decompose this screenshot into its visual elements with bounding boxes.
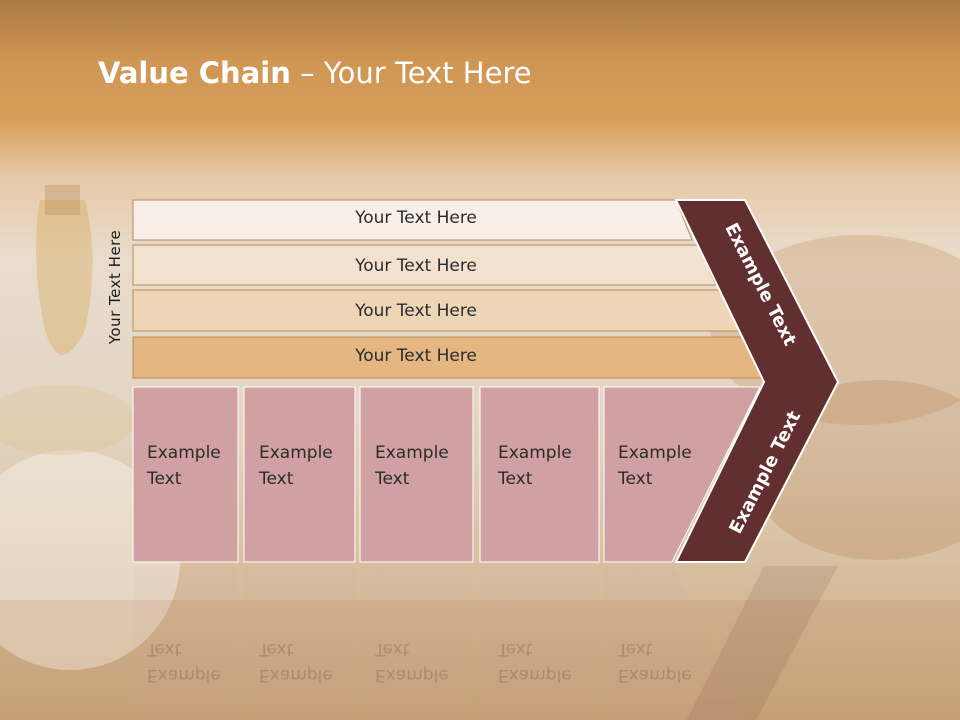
box-text-2-line2: Text xyxy=(259,469,294,489)
box-text-1-line1: Example xyxy=(147,443,221,463)
slide-title: Value Chain – Your Text Here xyxy=(98,56,532,90)
bar-label-1: Your Text Here xyxy=(355,208,477,228)
box-shape-5 xyxy=(603,386,761,563)
chevron-arrow xyxy=(674,199,840,563)
box-text-5-line1: Example xyxy=(618,443,692,463)
bar-label-3: Your Text Here xyxy=(355,301,477,321)
slide-title-bold: Value Chain xyxy=(98,56,291,90)
box-text-3-line2: Text xyxy=(375,469,410,489)
bar-shape-1 xyxy=(132,199,693,241)
bar-label-2: Your Text Here xyxy=(355,256,477,276)
slide-title-rest: – Your Text Here xyxy=(290,56,532,90)
box-text-2-line1: Example xyxy=(259,443,333,463)
box-shape-3 xyxy=(359,386,474,563)
box-shape-4 xyxy=(479,386,600,563)
box-shape-1 xyxy=(132,386,239,563)
box-shape-2 xyxy=(243,386,356,563)
box-text-3-line1: Example xyxy=(375,443,449,463)
box-text-1-line2: Text xyxy=(147,469,182,489)
box-text-5-line2: Text xyxy=(618,469,653,489)
box-text-4-line1: Example xyxy=(498,443,572,463)
box-text-4-line2: Text xyxy=(498,469,533,489)
bar-label-4: Your Text Here xyxy=(355,346,477,366)
